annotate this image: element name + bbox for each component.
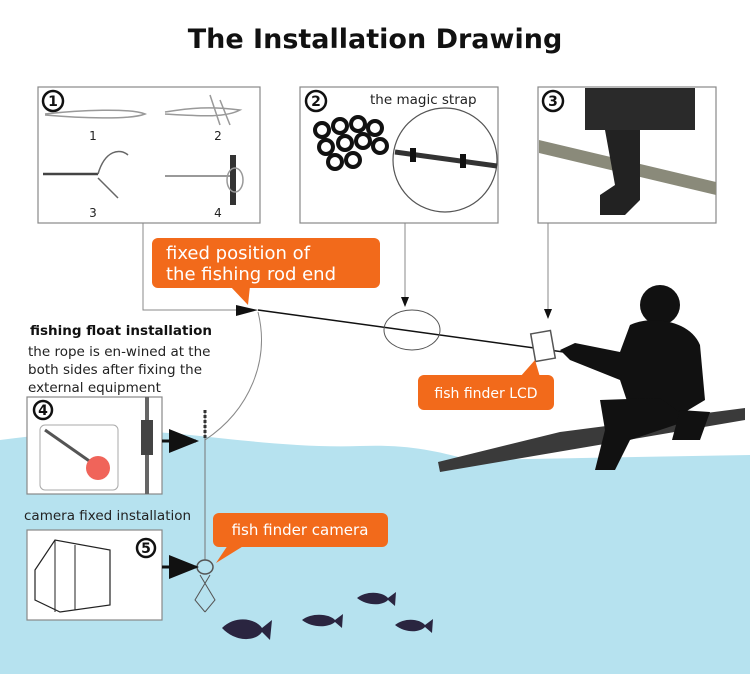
callout-lcd: fish finder LCD [418,360,554,410]
badge-3: 3 [548,94,558,110]
fish-group [222,592,433,640]
float-note-line: the rope is en-wined at the [28,344,210,360]
callout-camera: fish finder camera [213,513,388,563]
float-note-line: both sides after fixing the [28,362,202,378]
callout-rod-end-line1: fixed position of [166,243,311,264]
callout-lcd-text: fish finder LCD [434,386,537,402]
connector-rod-end [142,223,255,311]
fisherman-silhouette [560,285,710,470]
step-2: 2 [214,129,222,143]
camera-note: camera fixed installation [24,508,191,524]
water [0,431,750,674]
fish [357,592,396,606]
badge-2: 2 [311,94,321,110]
lcd-screen [529,329,557,363]
panel-knot-steps: 1 1 2 3 4 [37,86,261,224]
panel-float: 4 [26,396,163,495]
callout-camera-text: fish finder camera [232,521,369,539]
page-title: The Installation Drawing [188,24,563,55]
badge-1: 1 [48,94,58,110]
fishing-line [204,311,262,441]
strap-highlight [383,309,441,351]
fish [222,619,272,640]
rod-end-arrowhead [236,305,258,316]
panel-camera-mount: 5 [26,529,163,621]
step-3: 3 [89,206,97,220]
float-note-line: external equipment [28,380,161,396]
fish [302,614,343,628]
step-1: 1 [89,129,97,143]
callout-rod-end-line2: the fishing rod end [166,264,336,285]
panel-magic-strap: 2 the magic strap [299,86,499,224]
badge-4: 4 [38,403,48,419]
callout-rod-end: fixed position of the fishing rod end [152,238,380,305]
magic-strap-label: the magic strap [370,92,477,108]
float-note-heading: fishing float installation [30,323,212,339]
panel-rod-mount: 3 [537,86,717,224]
fish [395,619,433,633]
badge-5: 5 [141,541,151,557]
step-4: 4 [214,206,222,220]
